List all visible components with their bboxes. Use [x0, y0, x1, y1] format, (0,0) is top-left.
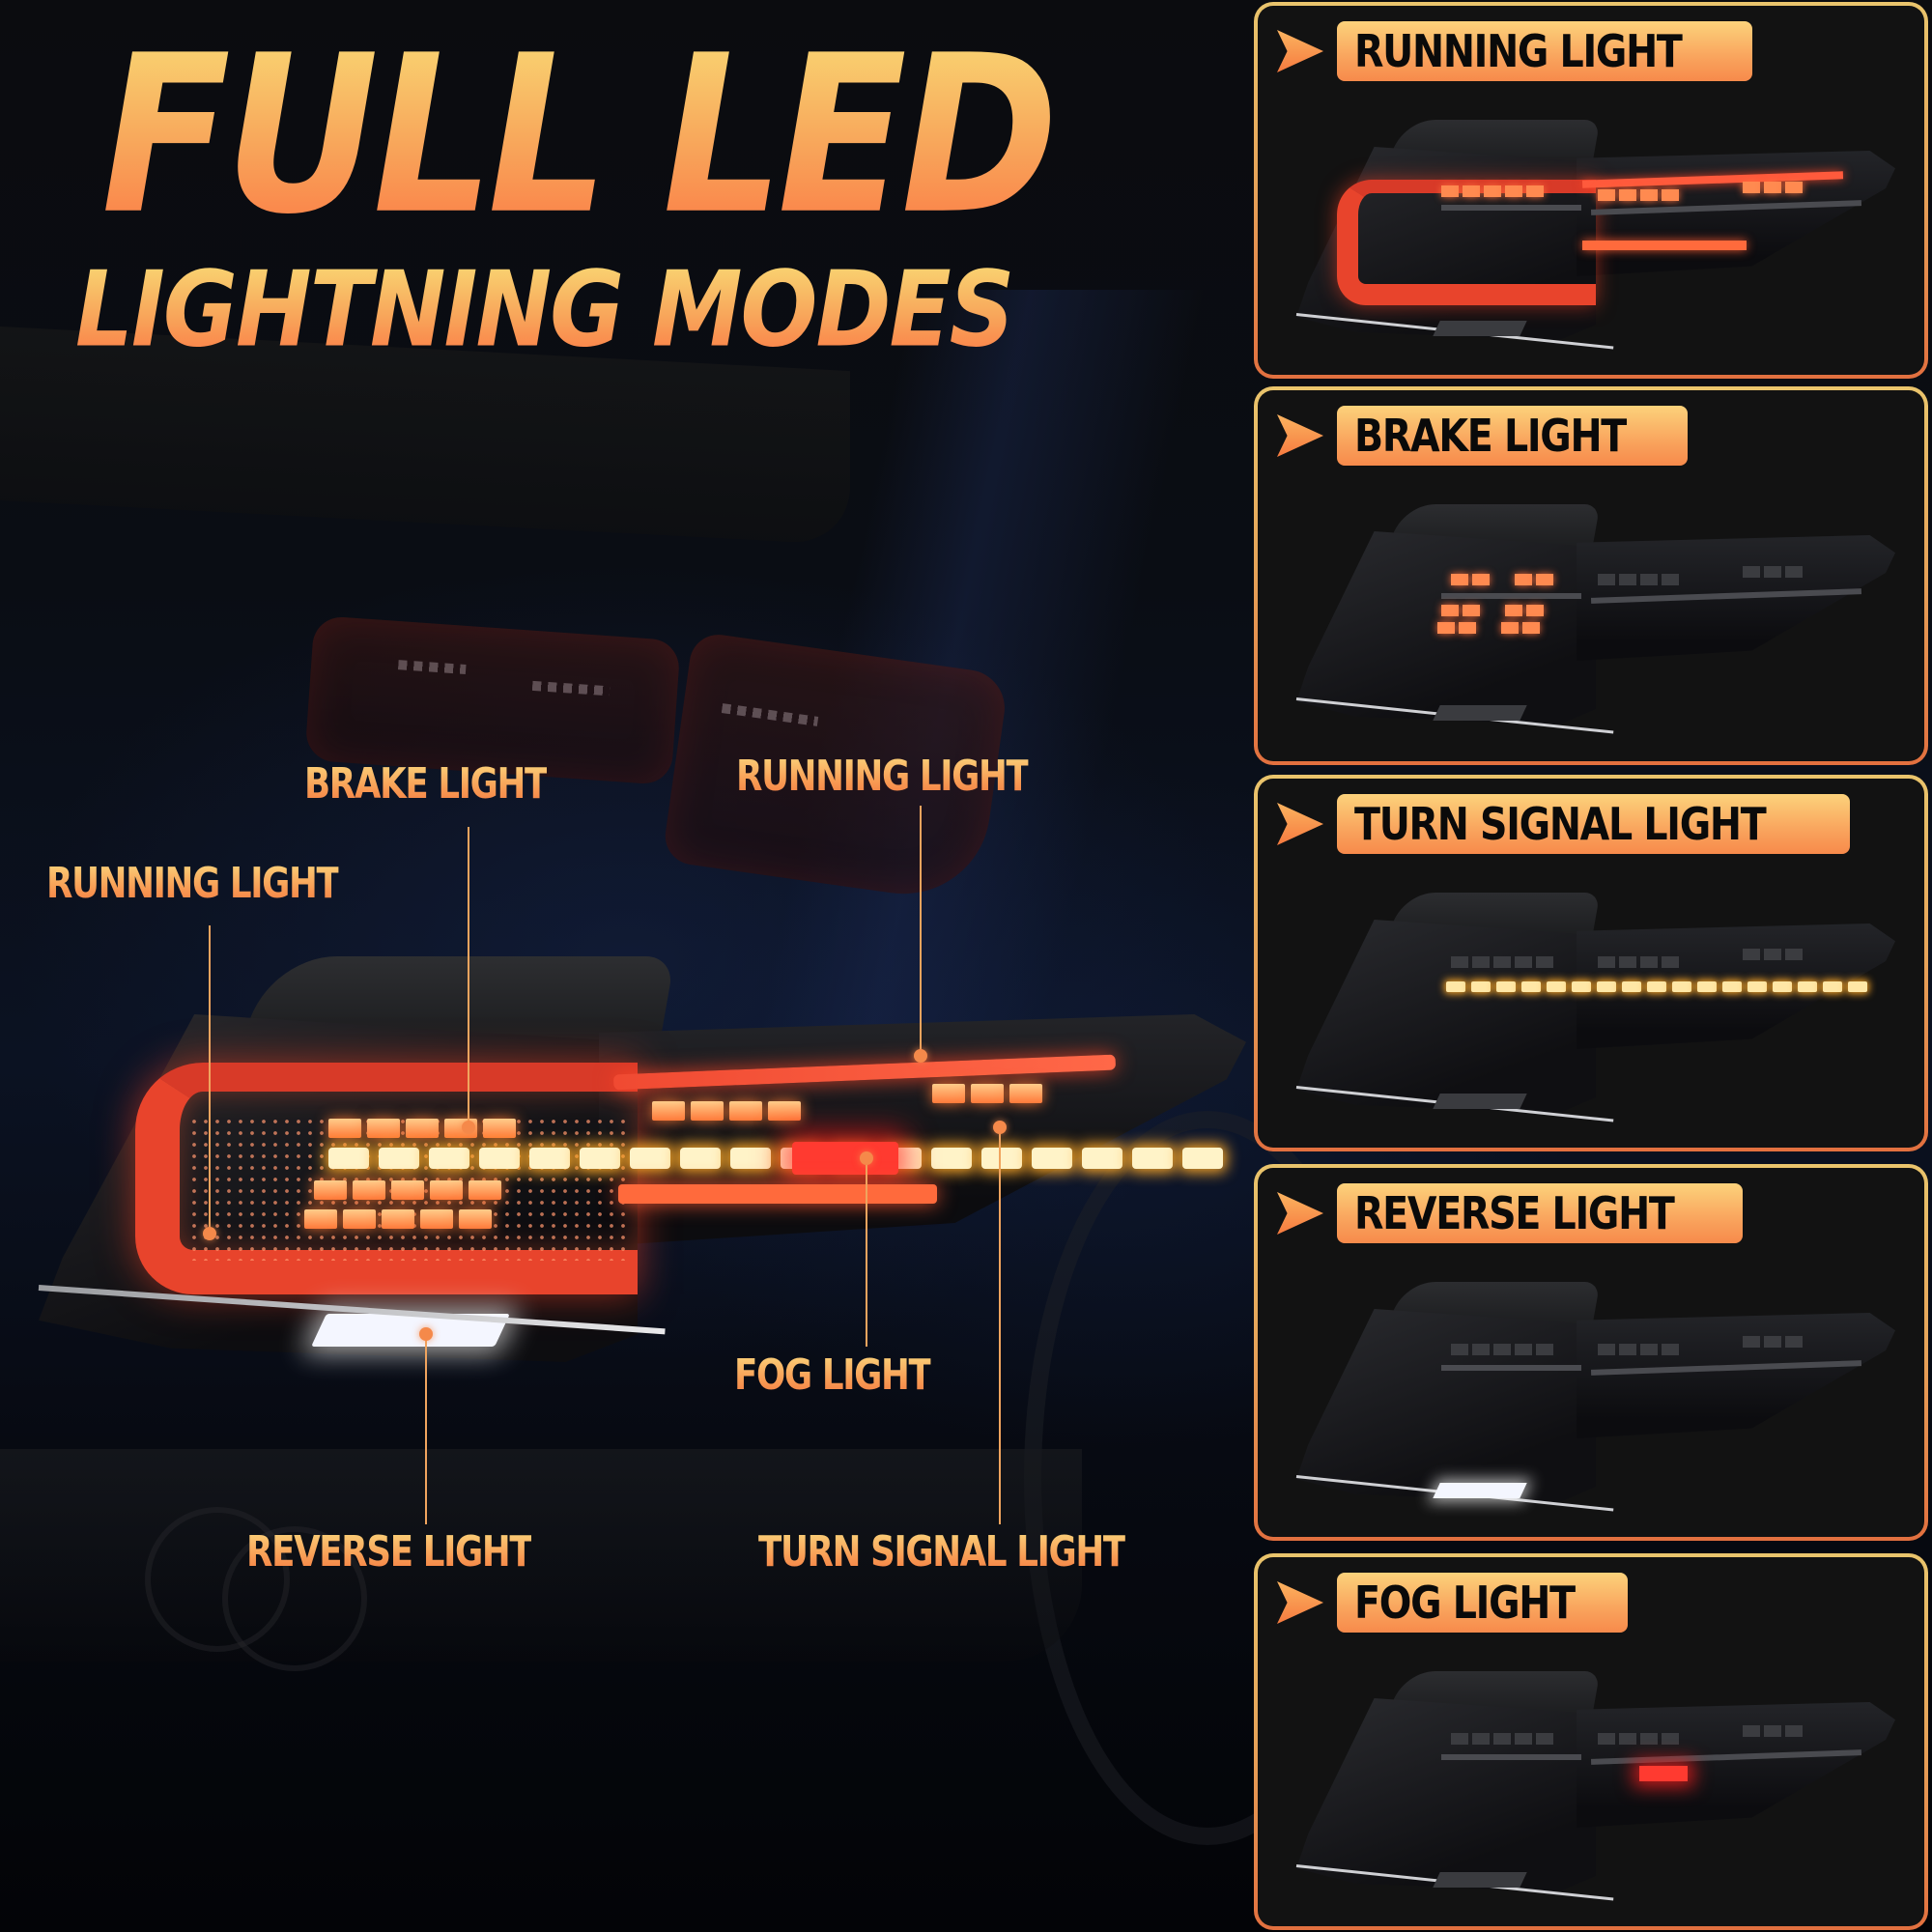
callout-reverse-light: REVERSE LIGHT	[246, 1527, 533, 1577]
mode-label: BRAKE LIGHT	[1354, 410, 1627, 462]
mode-label: RUNNING LIGHT	[1354, 25, 1683, 77]
mode-panel-fog-light: FOG LIGHT	[1254, 1553, 1928, 1930]
leader-dot-reverse	[419, 1327, 433, 1341]
lamp-dots	[397, 660, 467, 674]
mode-label: REVERSE LIGHT	[1354, 1187, 1675, 1239]
headline-full-led: FULL LED	[101, 9, 1059, 263]
tail-light-fog-mode-image	[1295, 1671, 1895, 1913]
leader-line-brake	[468, 827, 469, 1126]
brake-led-row-lower	[314, 1180, 501, 1200]
callout-turn-signal-light: TURN SIGNAL LIGHT	[758, 1527, 1126, 1577]
mode-label-pill: RUNNING LIGHT	[1337, 21, 1752, 81]
turn-signal-led-row	[328, 1148, 1223, 1169]
leader-line-reverse	[425, 1335, 427, 1524]
mode-label: FOG LIGHT	[1354, 1577, 1576, 1629]
mode-panel-turn-signal-light: TURN SIGNAL LIGHT	[1254, 775, 1928, 1151]
mode-label: TURN SIGNAL LIGHT	[1354, 798, 1767, 850]
tail-light-reverse-mode-image	[1295, 1282, 1895, 1523]
mode-panel-running-light: RUNNING LIGHT	[1254, 2, 1928, 379]
tail-light-brake-mode-image	[1295, 504, 1895, 746]
mode-label-pill: REVERSE LIGHT	[1337, 1183, 1744, 1243]
leader-line-running-right	[920, 806, 922, 1055]
brake-led-row-lower	[304, 1209, 492, 1229]
fog-light-glow	[1639, 1766, 1688, 1781]
tail-light-running-mode-image	[1295, 120, 1895, 361]
leader-line-turn	[999, 1128, 1001, 1524]
lamp-dots	[721, 703, 819, 726]
leader-line-fog	[866, 1157, 867, 1347]
arrow-right-icon	[1277, 1192, 1323, 1235]
leader-dot-running-left	[203, 1227, 216, 1240]
running-led-cluster	[932, 1084, 1042, 1103]
callout-running-light-right: RUNNING LIGHT	[736, 752, 1030, 801]
tail-light-turn-signal-mode-image	[1295, 893, 1895, 1134]
mode-panel-brake-light: BRAKE LIGHT	[1254, 386, 1928, 765]
headline-lightning-modes: LIGHTNING MODES	[75, 249, 1014, 372]
arrow-right-icon	[1277, 1581, 1323, 1624]
leader-dot-turn	[993, 1121, 1007, 1134]
leader-dot-fog	[860, 1151, 873, 1165]
running-light-lower-bar	[618, 1184, 937, 1204]
leader-line-running-left	[209, 925, 211, 1233]
mode-panel-reverse-light: REVERSE LIGHT	[1254, 1164, 1928, 1541]
arrow-right-icon	[1277, 30, 1323, 72]
callout-running-light-left: RUNNING LIGHT	[46, 859, 340, 908]
arrow-right-icon	[1277, 803, 1323, 845]
mode-label-pill: TURN SIGNAL LIGHT	[1337, 794, 1850, 854]
callout-brake-light: BRAKE LIGHT	[304, 759, 548, 809]
leader-dot-brake	[462, 1121, 475, 1134]
leader-dot-running-right	[914, 1049, 927, 1063]
main-tail-light-illustration	[38, 956, 1246, 1381]
mode-label-pill: FOG LIGHT	[1337, 1573, 1628, 1633]
fog-light-element	[792, 1142, 898, 1175]
lamp-dots	[531, 680, 611, 696]
brake-led-row	[328, 1119, 516, 1138]
callout-fog-light: FOG LIGHT	[734, 1350, 932, 1400]
running-led-cluster	[652, 1101, 801, 1121]
exhaust-tip	[222, 1526, 367, 1671]
arrow-right-icon	[1277, 414, 1323, 457]
mode-label-pill: BRAKE LIGHT	[1337, 406, 1688, 466]
